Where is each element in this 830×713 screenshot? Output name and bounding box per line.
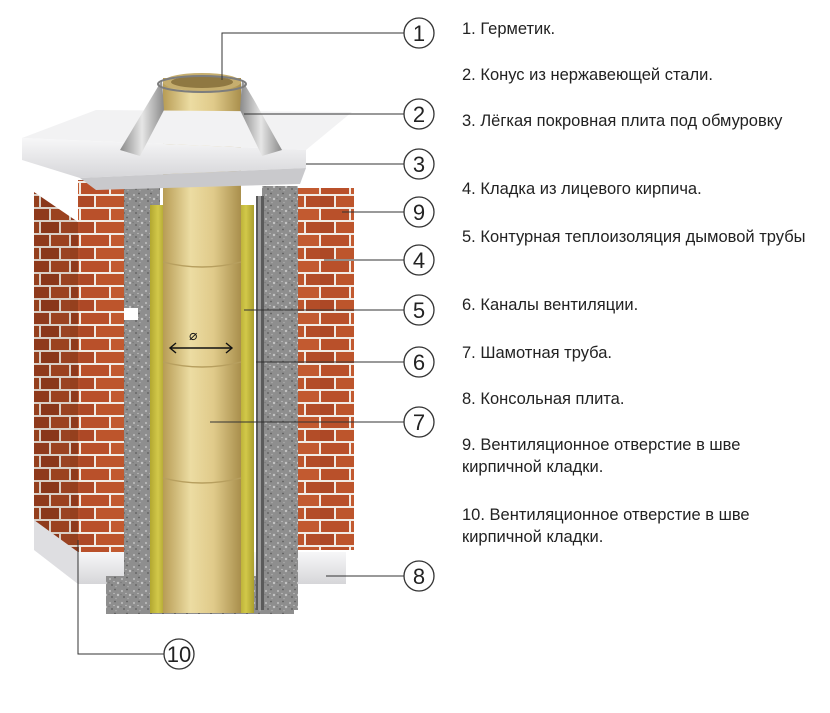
callout-circle-10: [163, 638, 195, 670]
callout-number-1: 1: [413, 21, 425, 46]
cover-slab-front: [22, 138, 306, 178]
callout-circles: [163, 17, 435, 670]
callout-number-6: 6: [413, 350, 425, 375]
leader-lines: [77, 32, 404, 655]
callout-circle-5: [403, 294, 435, 326]
leader-line-1: [221, 32, 404, 80]
legend-item-10: 10. Вентиляционное отверстие в шве кирпи…: [462, 506, 750, 546]
ventilation-channel-light: [258, 196, 261, 610]
insulation-left: [150, 205, 166, 613]
brick-wall-front-right: [296, 188, 354, 550]
callout-number-9: 9: [413, 200, 425, 225]
diameter-dimension: [168, 342, 234, 354]
legend-item-5: 5. Контурная теплоизоляция дымовой трубы: [462, 228, 806, 246]
legend-item-6: 6. Каналы вентиляции.: [462, 296, 639, 314]
diameter-symbol: ⌀: [189, 328, 198, 344]
callout-number-7: 7: [413, 410, 425, 435]
legend-item-4: 4. Кладка из лицевого кирпича.: [462, 180, 702, 198]
callout-circle-8: [403, 560, 435, 592]
callout-number-5: 5: [413, 298, 425, 323]
leader-line-10: [77, 540, 164, 655]
granite-infill-right: [262, 186, 298, 610]
callout-circle-7: [403, 406, 435, 438]
brick-wall-front-left: [78, 180, 128, 552]
steel-cone-right: [240, 80, 282, 156]
callout-number-4: 4: [413, 248, 425, 273]
legend-item-3: 3. Лёгкая покровная плита под обмуровку: [462, 112, 783, 130]
brick-wall-side-face: [34, 192, 78, 568]
callout-circle-9: [403, 196, 435, 228]
callout-circle-1: [403, 17, 435, 49]
legend-item-8: 8. Консольная плита.: [462, 390, 625, 408]
vent-hole-left: [124, 308, 138, 320]
cover-slab-shadow: [80, 168, 306, 190]
callout-numbers: 1 2 3 9 4 5 6 7 8 10: [167, 21, 425, 667]
callout-circle-2: [403, 98, 435, 130]
steel-cone-left: [120, 80, 164, 156]
callout-number-8: 8: [413, 564, 425, 589]
legend-item-9: 9. Вентиляционное отверстие в шве кирпич…: [462, 436, 741, 476]
flue-pipe-opening: [171, 76, 233, 88]
callout-circle-3: [403, 148, 435, 180]
callout-number-10: 10: [167, 642, 191, 667]
callout-number-2: 2: [413, 102, 425, 127]
legend-item-2: 2. Конус из нержавеющей стали.: [462, 66, 713, 84]
sealant-ring: [157, 75, 247, 93]
callout-circle-6: [403, 346, 435, 378]
callout-circle-4: [403, 244, 435, 276]
insulation-right: [238, 205, 254, 613]
callout-number-3: 3: [413, 152, 425, 177]
legend-item-7: 7. Шамотная труба.: [462, 344, 612, 362]
legend-item-1: 1. Герметик.: [462, 20, 556, 38]
